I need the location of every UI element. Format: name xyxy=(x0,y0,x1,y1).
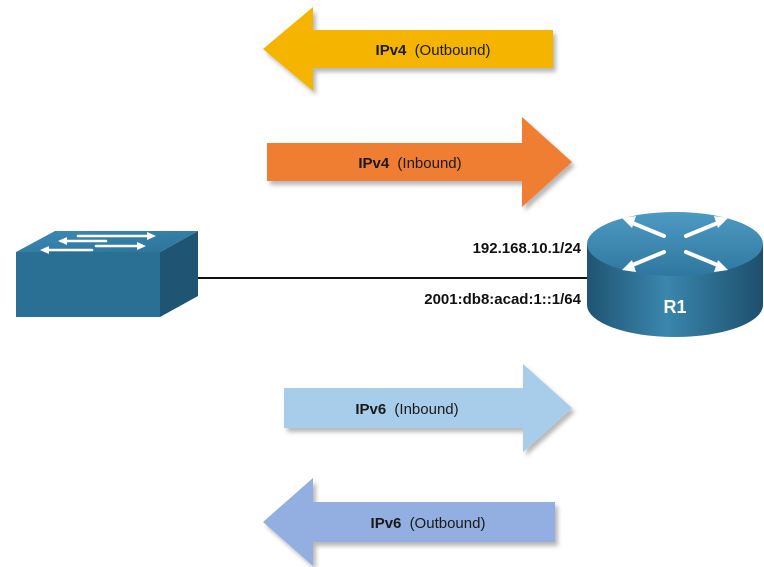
switch-arrows-icon xyxy=(40,232,156,254)
ipv4-inbound-label: IPv4 (Inbound) xyxy=(358,155,461,172)
ipv6-address-label: 2001:db8:acad:1::1/64 xyxy=(424,291,581,308)
ipv6-inbound-arrow-shape xyxy=(284,364,572,452)
router-icon: R1 xyxy=(587,212,763,337)
ipv6-outbound-arrow-shape xyxy=(263,478,555,566)
router-arrows-icon xyxy=(622,216,728,272)
switch-icon xyxy=(16,231,198,317)
ipv6-inbound-arrow: IPv6 (Inbound) xyxy=(284,364,572,452)
ipv4-address-label: 192.168.10.1/24 xyxy=(473,240,582,257)
ipv6-outbound-arrow: IPv6 (Outbound) xyxy=(263,478,555,566)
ipv4-outbound-arrow-shape xyxy=(263,7,553,91)
ipv6-outbound-label: IPv6 (Outbound) xyxy=(371,515,486,532)
ipv4-inbound-arrow: IPv4 (Inbound) xyxy=(267,117,572,207)
ipv4-outbound-label: IPv4 (Outbound) xyxy=(376,42,491,59)
router-name-label: R1 xyxy=(663,297,686,317)
ipv6-inbound-label: IPv6 (Inbound) xyxy=(355,401,458,418)
ipv4-inbound-arrow-shape xyxy=(267,117,572,207)
ipv4-outbound-arrow: IPv4 (Outbound) xyxy=(263,7,553,91)
